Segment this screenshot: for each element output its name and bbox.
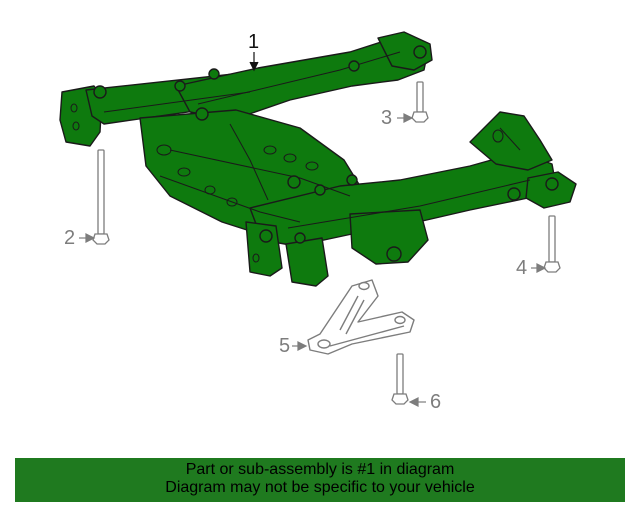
- parts-diagram: [59, 31, 577, 407]
- callout-1: 1: [248, 31, 260, 53]
- lower-bracket-part-5: [307, 279, 415, 355]
- callout-5: 5: [279, 335, 291, 357]
- callout-2: 2: [64, 227, 76, 249]
- callout-3: 3: [381, 107, 393, 129]
- bolt-part-2: [92, 149, 110, 245]
- part-info-banner: Part or sub-assembly is #1 in diagram Di…: [15, 458, 625, 502]
- bolt-part-4: [543, 215, 561, 273]
- bolt-part-3: [411, 81, 429, 123]
- banner-line-1: Part or sub-assembly is #1 in diagram: [185, 461, 455, 478]
- leader-lines: [79, 52, 547, 407]
- callout-4: 4: [516, 257, 528, 279]
- callout-6: 6: [430, 391, 442, 413]
- banner-line-2: Diagram may not be specific to your vehi…: [165, 479, 475, 496]
- subframe-assembly: [59, 31, 577, 287]
- bolt-part-6: [391, 353, 409, 405]
